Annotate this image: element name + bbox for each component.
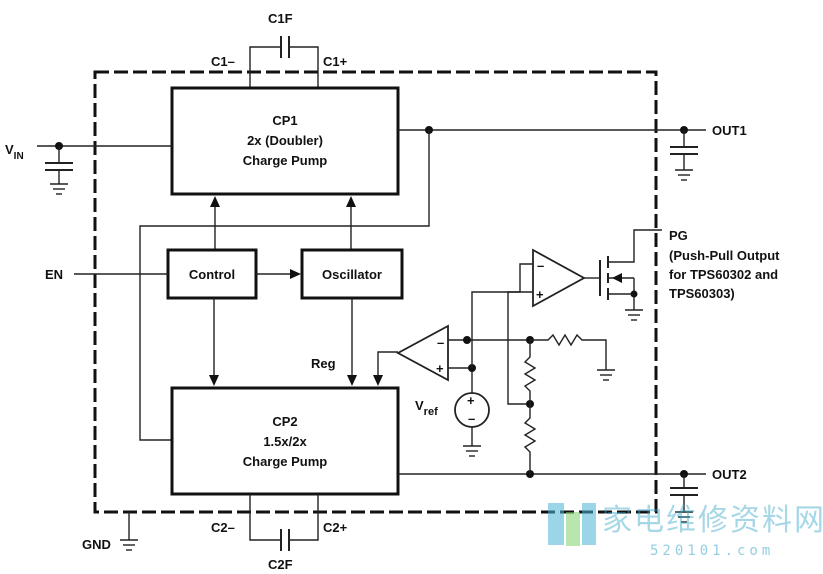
load-ground (597, 369, 615, 381)
pg-note-line2: for TPS60302 and (669, 267, 778, 282)
vin-text: V (5, 142, 14, 157)
out2-capacitor (670, 474, 698, 523)
pg-minus-wire (471, 263, 533, 368)
pg-comp-plus: + (536, 287, 544, 302)
reg-arrow (373, 375, 383, 386)
divider-resistor-bottom (523, 404, 537, 474)
vin-label: VIN (5, 142, 24, 162)
mosfet-ground (625, 309, 643, 321)
cp1-title: CP1 (272, 113, 297, 128)
pg-comp-minus: – (537, 258, 544, 273)
vref-source-plus: + (467, 393, 475, 408)
cp1-block (170, 86, 400, 196)
reg-opamp-minus: – (437, 335, 444, 350)
cp2-title: CP2 (272, 414, 297, 429)
divider-resistor-top (523, 340, 537, 404)
reg-wire (377, 351, 398, 376)
reg-opamp (396, 324, 449, 382)
reg-minus-node (463, 336, 471, 344)
reg-plus-wire (448, 367, 473, 393)
c2f-label: C2F (268, 557, 293, 572)
control-to-cp2-arrow (209, 375, 219, 386)
cp2-block (170, 386, 400, 496)
watermark: 家电维修资料网 520101.com (548, 503, 823, 559)
watermark-url: 520101.com (650, 543, 774, 559)
oscillator-block (300, 248, 404, 300)
capacitor-c1f (249, 36, 319, 88)
chip-boundary (93, 70, 658, 514)
pg-note-line3: TPS60303) (669, 286, 735, 301)
pg-plus-wire (507, 291, 533, 405)
control-to-osc-arrow (290, 269, 301, 279)
en-label: EN (45, 267, 63, 282)
pg-note-line1: (Push-Pull Output (669, 248, 780, 263)
reg-label: Reg (311, 356, 336, 371)
cp1-line2: 2x (Doubler) (247, 133, 323, 148)
pg-label: PG (669, 228, 688, 243)
pg-comparator (532, 248, 586, 308)
vin-subscript: IN (14, 151, 24, 162)
gnd-label: GND (82, 537, 111, 552)
out1-capacitor (670, 130, 698, 181)
c1-minus-label: C1– (211, 54, 235, 69)
vref-text: V (415, 398, 424, 413)
vref-ground (463, 427, 481, 457)
control-block (166, 248, 258, 300)
mosfet-source-node (630, 290, 638, 298)
c1-plus-label: C1+ (323, 54, 348, 69)
vref-label: Vref (415, 398, 438, 418)
c2-minus-label: C2– (211, 520, 235, 535)
watermark-logo (548, 503, 596, 546)
cp2-line3: Charge Pump (243, 454, 328, 469)
reg-opamp-plus: + (436, 361, 444, 376)
pg-mosfet (584, 229, 662, 310)
vin-capacitor (45, 146, 73, 195)
load-resistor (530, 333, 607, 370)
osc-to-cp2-arrow (347, 375, 357, 386)
vref-subscript: ref (424, 406, 438, 418)
out1-feedback-wire (139, 130, 430, 441)
out1-label: OUT1 (712, 123, 747, 138)
vref-source-minus: – (468, 411, 475, 426)
cp1-line3: Charge Pump (243, 153, 328, 168)
capacitor-c2f (249, 494, 319, 551)
osc-to-cp1-arrow (346, 196, 356, 207)
c2-plus-label: C2+ (323, 520, 348, 535)
watermark-text: 家电维修资料网 (602, 503, 823, 538)
out2-label: OUT2 (712, 467, 747, 482)
control-label: Control (189, 267, 235, 282)
oscillator-label: Oscillator (322, 267, 382, 282)
cp2-line2: 1.5x/2x (263, 434, 307, 449)
control-to-cp1-arrow (210, 196, 220, 207)
c1f-label: C1F (268, 11, 293, 26)
gnd-symbol (120, 512, 138, 551)
